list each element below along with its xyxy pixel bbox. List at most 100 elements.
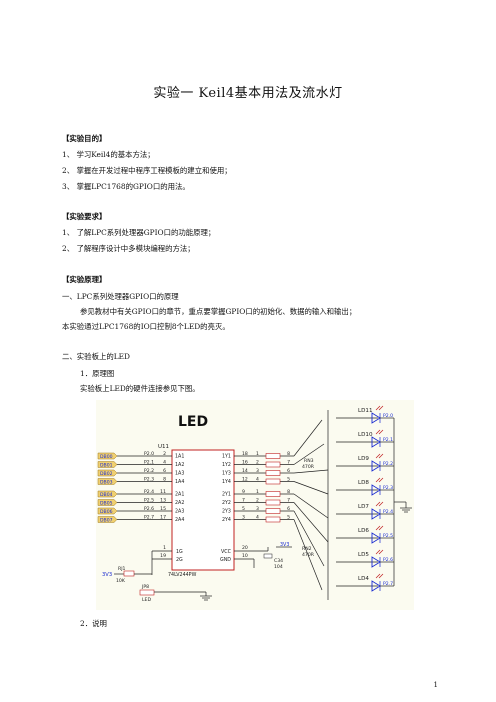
pin-label: 1Y4 — [222, 479, 231, 485]
page-number: 1 — [433, 681, 438, 689]
pin-number: 6 — [163, 468, 166, 474]
schematic-wire — [378, 453, 384, 459]
port-label: P2.7 — [144, 515, 154, 521]
led-port-label: P2.0 — [383, 413, 393, 419]
schematic-wire — [293, 481, 329, 495]
net-label-tag — [97, 461, 118, 468]
pin-number: 11 — [160, 489, 166, 495]
schematic-wire — [378, 477, 384, 483]
led-diode-symbol — [371, 556, 381, 568]
led-port-label: P2.5 — [383, 533, 393, 539]
pin-number: 20 — [242, 545, 248, 551]
schematic-wire — [375, 477, 381, 483]
purpose-item: 2、 掌握在开发过程中程序工程模板的建立和使用； — [62, 166, 232, 175]
led-diode-symbol — [371, 412, 381, 424]
resistor-array-element — [265, 508, 281, 514]
pin-label: 2A2 — [175, 500, 184, 506]
pin-label: 1A3 — [175, 471, 184, 477]
pin-number: 19 — [160, 553, 166, 559]
schematic-wire — [378, 525, 384, 531]
resistor-array-element — [265, 491, 281, 497]
schematic-wire — [378, 405, 384, 411]
led-designator: LD9 — [358, 456, 369, 462]
net-label: DB05 — [100, 500, 113, 506]
pin-number: 14 — [242, 468, 248, 474]
net-label: DB07 — [100, 517, 113, 523]
pin-number: 12 — [242, 477, 248, 483]
port-label: P2.2 — [144, 468, 154, 474]
pin-number: 4 — [163, 460, 166, 466]
led-designator: LD6 — [358, 528, 369, 534]
pin-number: 5 — [242, 506, 245, 512]
pin-label: 1Y1 — [222, 454, 231, 460]
schematic-wire — [375, 429, 381, 435]
pullup-resistor — [123, 570, 135, 577]
schematic-wire — [378, 573, 384, 579]
rn-pin-number: 1 — [256, 451, 259, 457]
schematic-title: LED — [178, 414, 208, 430]
subsection-description: 实验板上LED的硬件连接参见下图。 — [80, 384, 200, 393]
rn-pin-number: 5 — [287, 477, 290, 483]
chip-part-number: 74LV244PW — [168, 572, 197, 578]
section1-title: 一、LPC系列处理器GPIO口的原理 — [62, 292, 179, 301]
pin-label: 1A1 — [175, 454, 184, 460]
led-port-label: P2.6 — [383, 557, 393, 563]
resistor-array-element — [265, 470, 281, 476]
schematic-wire — [293, 502, 329, 543]
rn-pin-number: 7 — [287, 498, 290, 504]
rn-pin-number: 2 — [256, 498, 259, 504]
rn-pin-number: 3 — [256, 506, 259, 512]
schematic-wire — [375, 501, 381, 507]
capacitor-value: 104 — [274, 564, 283, 570]
pin-label: 1A2 — [175, 462, 184, 468]
ic-74lv244-body — [171, 449, 235, 571]
capacitor — [263, 553, 273, 559]
pin-number: 17 — [160, 515, 166, 521]
schematic-wire — [375, 549, 381, 555]
net-label-tag — [97, 490, 118, 498]
led-designator: LD11 — [358, 408, 373, 414]
capacitor-label: C34 — [274, 558, 283, 564]
led-diode-symbol — [371, 436, 381, 448]
pin-number: 18 — [242, 451, 248, 457]
led-port-label: P2.7 — [383, 581, 393, 587]
jumper-label: JP8 — [141, 584, 149, 590]
principle-heading: 【实验原理】 — [62, 275, 107, 284]
subsection-title: 1．原理图 — [80, 369, 115, 378]
pin-number: 13 — [160, 498, 166, 504]
requirement-item: 2、 了解程序设计中多模块编程的方法； — [62, 244, 195, 253]
schematic-wire — [293, 419, 323, 457]
purpose-item: 3、 掌握LPC1768的GPIO口的用法。 — [62, 182, 190, 191]
led-diode-symbol — [371, 460, 381, 472]
net-label-tag — [97, 478, 118, 485]
pin-label: 2G — [176, 557, 183, 563]
led-port-label: P2.4 — [383, 509, 393, 515]
pin-number: 1 — [163, 545, 166, 551]
port-label: P2.6 — [144, 506, 154, 512]
jumper — [139, 589, 155, 596]
port-label: P2.3 — [144, 477, 154, 483]
section2-title: 二、实验板上的LED — [62, 352, 130, 361]
led-diode-symbol — [371, 580, 381, 592]
schematic-wire — [375, 453, 381, 459]
rn-pin-number: 1 — [256, 489, 259, 495]
power-label: 3V3 — [280, 542, 289, 548]
led-diode-symbol — [371, 532, 381, 544]
net-label-tag — [97, 499, 118, 506]
chip-designator: U11 — [158, 444, 169, 450]
port-label: P2.1 — [144, 460, 154, 466]
resistor-array-label: RN3 — [304, 458, 314, 464]
subsection-title: 2．说明 — [80, 619, 107, 628]
pin-number: 10 — [242, 553, 248, 559]
pin-number: 15 — [160, 506, 166, 512]
resistor-array-element — [265, 461, 281, 468]
net-label-tag — [97, 452, 118, 460]
jumper-text: LED — [142, 597, 151, 603]
resistor-array-element — [265, 453, 281, 459]
port-label: P2.4 — [144, 489, 154, 495]
pin-number: 8 — [163, 477, 166, 483]
rn-pin-number: 4 — [256, 477, 259, 483]
net-label: DB06 — [100, 509, 113, 515]
rn-pin-number: 6 — [287, 506, 290, 512]
